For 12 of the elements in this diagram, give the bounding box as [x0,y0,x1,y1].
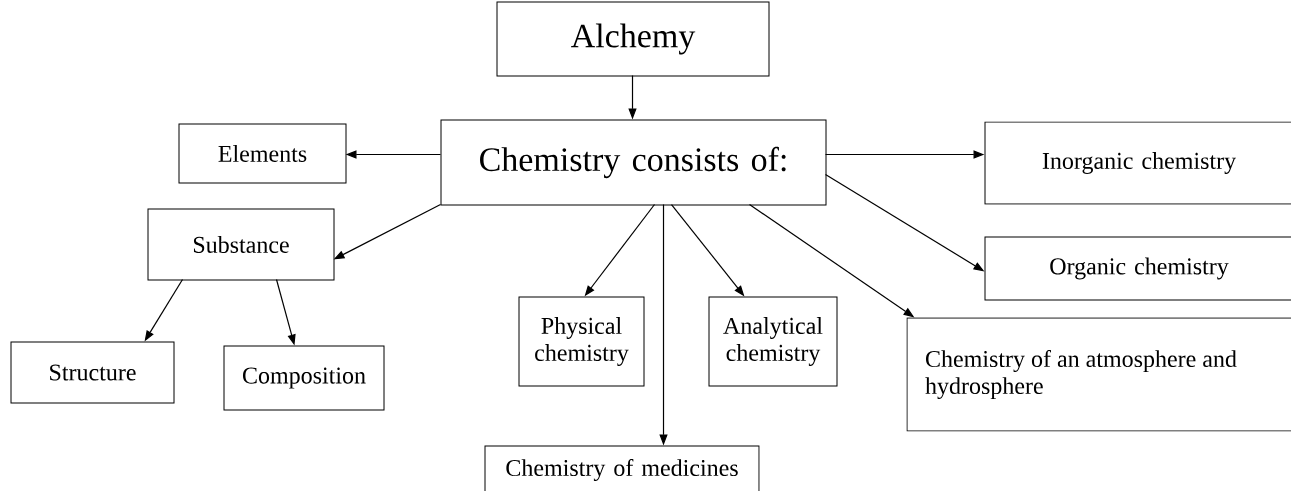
concept-box: Inorganic chemistry [984,121,1291,205]
concept-box: Alchemy [496,1,770,77]
concept-box: Structure [10,341,175,404]
concept-box: Composition [223,345,385,411]
concept-box: Chemistry of medicines [484,445,760,491]
concept-box: Analytical chemistry [708,296,838,387]
concept-box: Elements [178,123,347,184]
concept-box: Chemistry consists of: [440,119,827,206]
concept-box: Physical chemistry [518,296,645,387]
concept-box: Organic chemistry [984,236,1291,301]
concept-box: Substance [147,208,335,281]
concept-box: Chemistry of an atmosphere and hydrosphere [906,317,1291,432]
